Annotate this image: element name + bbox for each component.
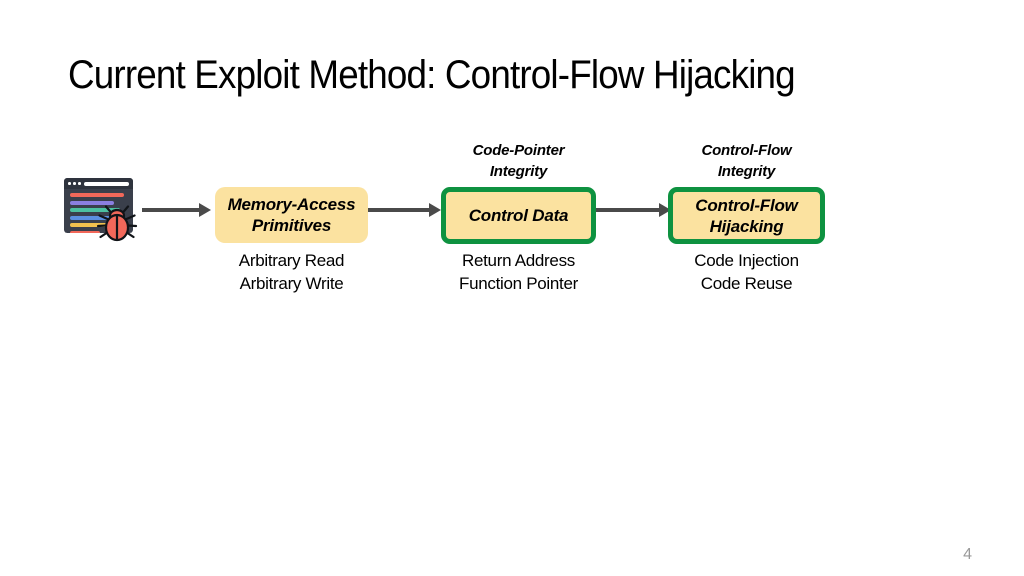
code-line bbox=[70, 230, 100, 233]
code-window-graphic bbox=[64, 178, 133, 233]
caption-control-flow-hijacking: Code Injection Code Reuse bbox=[668, 250, 825, 295]
node-label: Memory-Access Primitives bbox=[224, 194, 360, 236]
caption-line1: Arbitrary Read bbox=[238, 251, 345, 270]
node-label-line2: Hijacking bbox=[709, 216, 784, 236]
code-window-addressbar bbox=[84, 181, 129, 186]
over-label-line2: Integrity bbox=[489, 163, 548, 180]
arrow-icon-to-primitives bbox=[142, 200, 212, 220]
node-label-line1: Memory-Access bbox=[227, 195, 356, 214]
node-control-flow-hijacking[interactable]: Control-Flow Hijacking bbox=[668, 187, 825, 244]
caption-memory-access-primitives: Arbitrary Read Arbitrary Write bbox=[213, 250, 370, 295]
over-label-line1: Code-Pointer bbox=[472, 142, 565, 159]
bug-icon bbox=[96, 205, 138, 242]
caption-line1: Code Injection bbox=[694, 251, 799, 270]
over-label-control-flow-integrity: Control-Flow Integrity bbox=[668, 140, 825, 182]
node-memory-access-primitives[interactable]: Memory-Access Primitives bbox=[215, 187, 368, 243]
caption-line2: Function Pointer bbox=[459, 273, 578, 293]
page-title: Current Exploit Method: Control-Flow Hij… bbox=[68, 53, 796, 97]
node-label: Control-Flow Hijacking bbox=[691, 195, 801, 237]
caption-control-data: Return Address Function Pointer bbox=[440, 250, 597, 295]
caption-line1: Return Address bbox=[462, 251, 575, 270]
node-control-data[interactable]: Control Data bbox=[441, 187, 596, 244]
arrow-primitives-to-control-data bbox=[368, 200, 442, 220]
over-label-line2: Integrity bbox=[717, 163, 776, 180]
code-line bbox=[70, 223, 117, 228]
caption-line2: Arbitrary Write bbox=[239, 273, 344, 293]
node-label: Control Data bbox=[468, 206, 569, 225]
over-label-line1: Control-Flow bbox=[701, 142, 792, 159]
page-number: 4 bbox=[963, 546, 972, 563]
code-line bbox=[70, 215, 110, 220]
buggy-code-window-icon bbox=[64, 178, 140, 242]
flow-diagram: Memory-Access Primitives Code-Pointer In… bbox=[0, 130, 1024, 310]
over-label-code-pointer-integrity: Code-Pointer Integrity bbox=[441, 140, 596, 182]
caption-line2: Code Reuse bbox=[700, 273, 793, 293]
window-dot-icon bbox=[73, 182, 76, 185]
node-label-line1: Control-Flow bbox=[695, 195, 798, 215]
code-line bbox=[70, 200, 114, 205]
window-dot-icon bbox=[78, 182, 81, 185]
code-line bbox=[70, 208, 120, 213]
arrow-control-data-to-hijacking bbox=[596, 200, 672, 220]
code-line bbox=[70, 193, 124, 198]
node-label-line2: Primitives bbox=[251, 216, 332, 235]
window-dot-icon bbox=[68, 182, 71, 185]
